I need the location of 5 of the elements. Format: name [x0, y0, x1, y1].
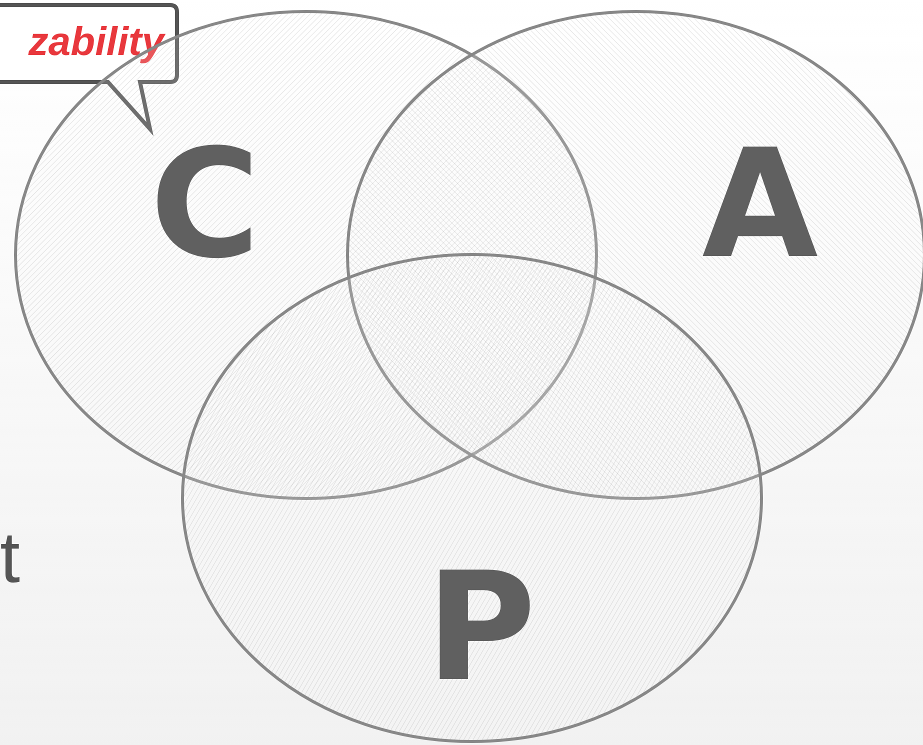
set-letter: C	[150, 130, 260, 280]
set-letter: A	[702, 130, 818, 280]
partial-text: t	[0, 522, 20, 594]
set-letter: P	[426, 553, 536, 703]
callout-text: zability	[28, 22, 164, 62]
